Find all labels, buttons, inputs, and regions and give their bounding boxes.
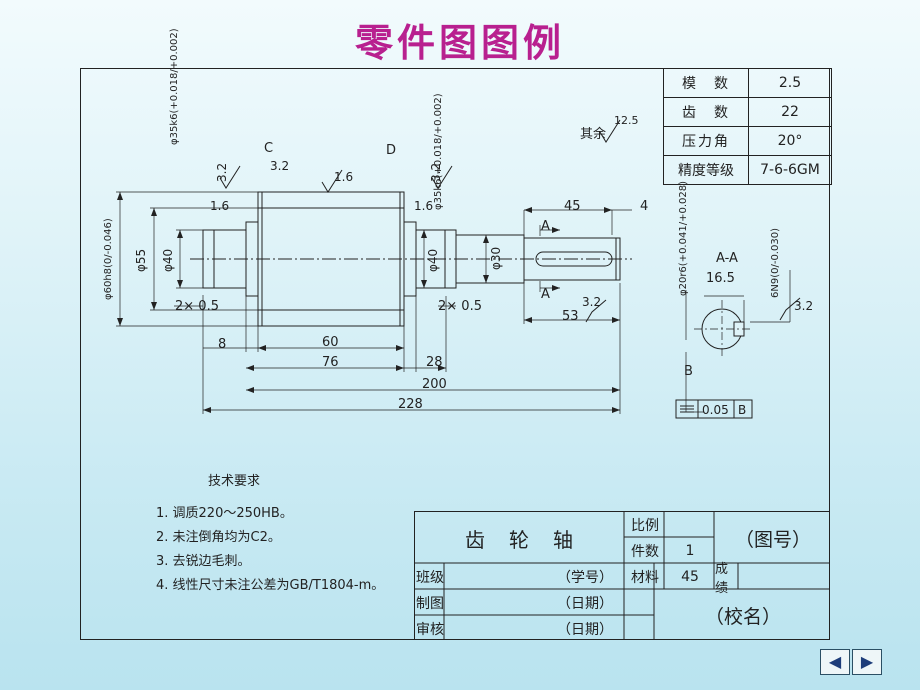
material-label: 材料 <box>631 570 659 586</box>
tech-item: 1. 调质220～250HB。 <box>156 506 293 521</box>
drawn-date: （日期） <box>557 596 613 612</box>
forward-arrow-icon: ▶ <box>860 652 874 671</box>
roughness-3-2-a: 3.2 <box>215 163 229 182</box>
student-number: （学号） <box>557 570 613 586</box>
dim-8: 8 <box>218 337 226 352</box>
dim-phi35k6-left: φ35k6(+0.018/+0.002) <box>169 28 180 145</box>
chamfer-left: 2× 0.5 <box>175 299 219 314</box>
slide-title: 零件图图例 <box>354 21 565 65</box>
roughness-1-6-b: 1.6 <box>210 199 229 213</box>
dim-phi30: φ30 <box>489 247 503 270</box>
class-label: 班级 <box>416 570 444 586</box>
roughness-3-2-b: 3.2 <box>270 159 289 173</box>
dim-phi55: φ55 <box>134 249 148 272</box>
symmetry-value: 0.05 <box>702 403 729 417</box>
drawn-label: 制图 <box>416 596 444 612</box>
back-arrow-icon: ◀ <box>828 652 842 671</box>
roughness-section: 3.2 <box>794 299 813 313</box>
roughness-1-6-a: 1.6 <box>334 170 353 184</box>
label-c: C <box>264 141 273 156</box>
count-value: 1 <box>685 543 695 559</box>
label-d: D <box>386 143 396 158</box>
other-roughness-value: 12.5 <box>614 114 639 127</box>
param-value: 7-6-6GM <box>748 155 832 185</box>
title-block: 齿 轮 轴 比例 件数 1 （图号） 班级 （学号） 材料 45 成绩 制图 （… <box>414 511 830 640</box>
title-block-grid <box>414 511 830 640</box>
scale-label: 比例 <box>631 518 659 534</box>
roughness-keyway: 3.2 <box>582 295 601 309</box>
dim-53: 53 <box>562 309 579 324</box>
scale-value <box>665 512 715 538</box>
param-value: 20° <box>748 126 832 156</box>
technical-requirements: 技术要求 1. 调质220～250HB。 2. 未注倒角均为C2。 3. 去锐边… <box>156 470 384 598</box>
other-roughness-label: 其余 <box>580 126 606 142</box>
checked-label: 审核 <box>416 621 444 638</box>
chamfer-right: 2× 0.5 <box>438 299 482 314</box>
symmetry-datum: B <box>738 403 746 417</box>
section-a-top: A <box>541 219 550 234</box>
dim-16-5: 16.5 <box>706 271 735 286</box>
back-button[interactable]: ◀ <box>820 649 850 675</box>
tech-item: 4. 线性尺寸未注公差为GB/T1804-m。 <box>156 578 385 593</box>
dim-phi40-right: φ40 <box>426 249 440 272</box>
count-label: 件数 <box>631 544 659 560</box>
dim-76: 76 <box>322 355 339 370</box>
section-a-bottom: A <box>541 287 550 302</box>
forward-button[interactable]: ▶ <box>852 649 882 675</box>
checked-date: （日期） <box>557 621 613 638</box>
roughness-1-6-c: 1.6 <box>414 199 433 213</box>
tech-heading: 技术要求 <box>208 474 261 489</box>
dim-phi40-left: φ40 <box>161 249 175 272</box>
dim-phi20r6: φ20r6(+0.041/+0.028) <box>678 181 689 296</box>
dim-60: 60 <box>322 335 339 350</box>
drawing-number: （图号） <box>734 528 811 551</box>
tech-item: 3. 去锐边毛刺。 <box>156 554 251 569</box>
dim-phi60h8: φ60h8(0/-0.046) <box>103 218 114 300</box>
dim-45: 45 <box>564 199 581 214</box>
grade-label: 成绩 <box>715 562 729 596</box>
dim-228: 228 <box>398 397 423 412</box>
tech-item: 2. 未注倒角均为C2。 <box>156 530 281 545</box>
section-title: A-A <box>716 251 738 266</box>
dim-4: 4 <box>640 199 648 214</box>
dim-phi35k6-right: φ35k6(+0.018/+0.002) <box>433 93 444 210</box>
part-name: 齿 轮 轴 <box>465 527 575 552</box>
dim-6n9: 6N9(0/-0.030) <box>770 228 781 298</box>
school-name: （校名） <box>704 606 781 628</box>
dim-200: 200 <box>422 377 447 392</box>
datum-b: B <box>684 364 693 379</box>
material-value: 45 <box>681 569 699 585</box>
param-label: 齿 数 <box>663 97 749 127</box>
roughness-3-2-c: 3.2 <box>429 163 443 182</box>
dim-28: 28 <box>426 355 443 370</box>
